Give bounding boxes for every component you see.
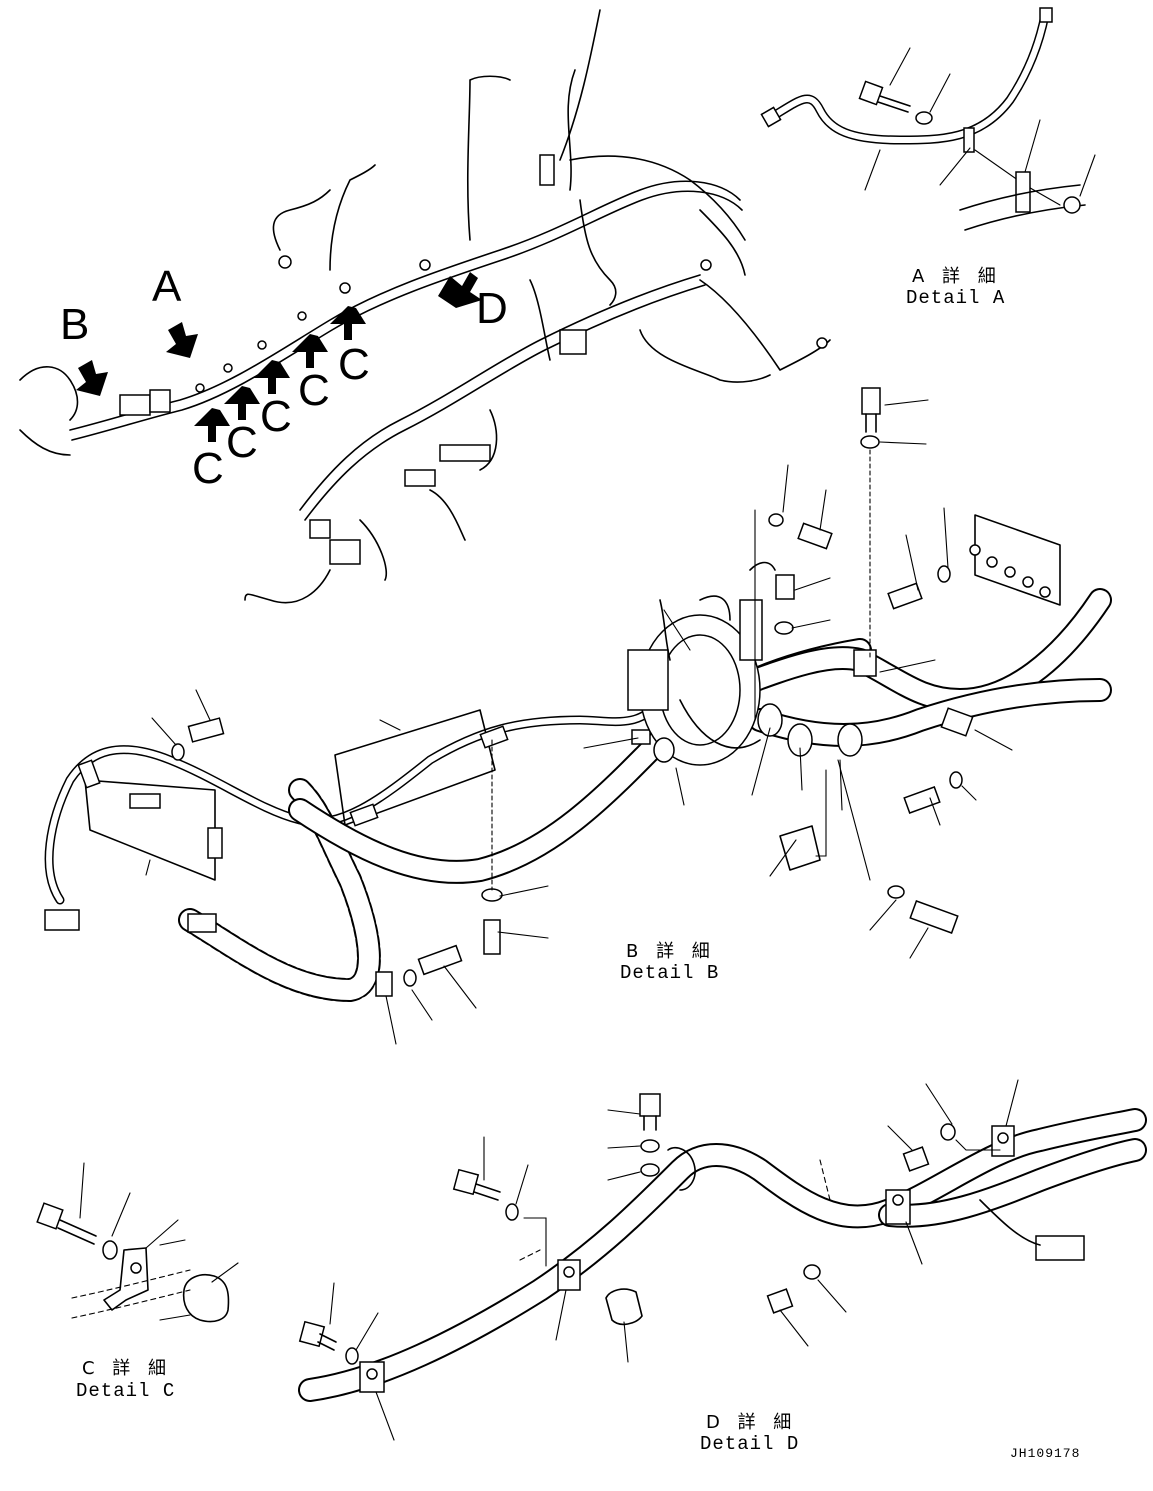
callout-label-c-3: C [260,392,292,441]
overview-harness [19,9,831,604]
callout-arrows [76,272,482,442]
arrow-d [438,272,482,308]
callout-label-c-5: C [338,340,370,389]
detail-c-drawing [36,1162,239,1323]
detail-b-junction-block [627,561,776,766]
detail-b-terminal-strip [969,514,1061,606]
arrow-a [166,322,198,358]
detail-b-drawing [44,387,1112,1045]
detail-b-title-jp: B 詳 細 [626,941,716,962]
callout-label-a: A [152,262,182,311]
callout-label-d: D [476,284,508,333]
arrow-b [76,360,108,396]
detail-a-drawing [760,7,1096,231]
drawing-code: JH109178 [1010,1446,1081,1461]
detail-c-title-en: Detail C [76,1380,176,1402]
arrow-c-5 [330,306,366,340]
arrow-c-1 [194,408,230,442]
detail-d-title-jp: D 詳 細 [706,1412,798,1433]
detail-b-title-en: Detail B [620,962,720,984]
detail-a-title-jp: A 詳 細 [912,266,1002,287]
arrow-c-2 [224,386,260,420]
callout-label-c-4: C [298,366,330,415]
arrow-c-4 [292,334,328,368]
detail-d-drawing [298,1079,1147,1441]
callout-label-c-1: C [192,444,224,493]
detail-d-title-en: Detail D [700,1433,800,1455]
callout-label-c-2: C [226,418,258,467]
callout-label-b: B [60,300,90,349]
detail-c-title-jp: C 詳 細 [82,1358,173,1379]
arrow-c-3 [254,360,290,394]
detail-a-title-en: Detail A [906,287,1006,309]
detail-a-bolt [858,80,911,113]
